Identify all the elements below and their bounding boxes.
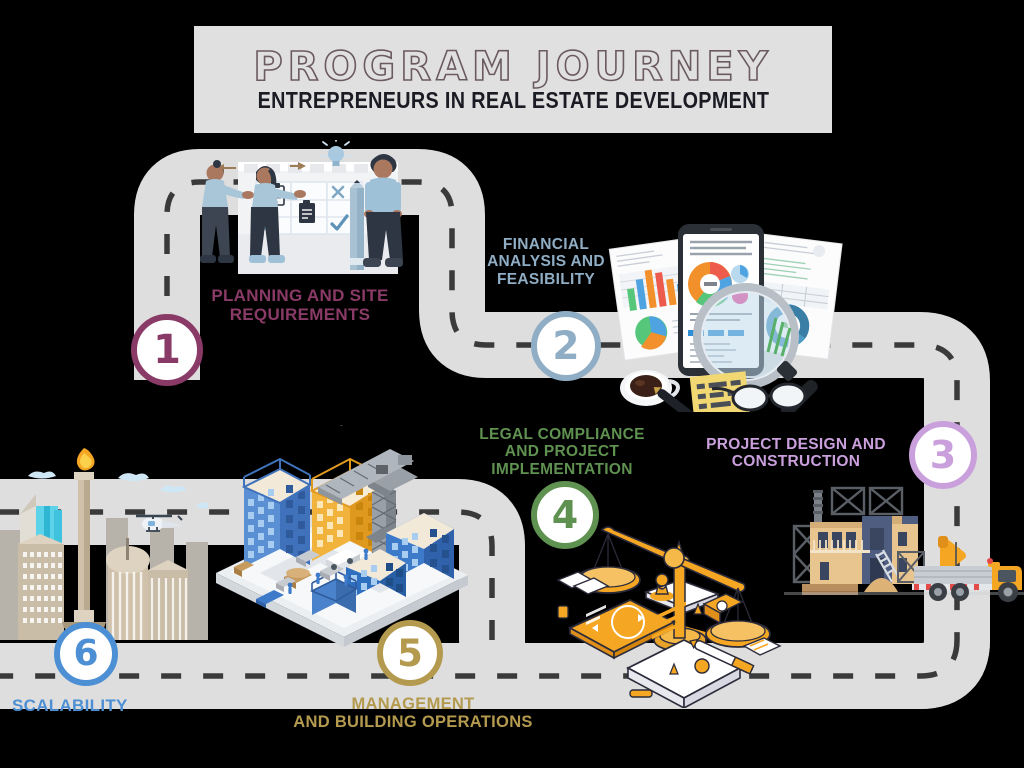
road-dashed-centerline: [0, 179, 960, 679]
step-number-3: 3: [929, 433, 957, 477]
step-label-5: MANAGEMENT AND BUILDING OPERATIONS: [293, 695, 533, 732]
step-circle-2[interactable]: 2: [531, 311, 601, 381]
person-right: [363, 154, 403, 267]
step-label-2: FINANCIAL ANALYSIS AND FEASIBILITY: [487, 236, 605, 288]
person-middle: [249, 165, 306, 263]
step-number-5: 5: [397, 631, 423, 675]
step-label-4: LEGAL COMPLIANCE AND PROJECT IMPLEMENTAT…: [479, 426, 645, 478]
step-number-2: 2: [552, 323, 580, 369]
page-title: PROGRAM JOURNEY: [253, 44, 773, 90]
step-circle-1[interactable]: 1: [131, 314, 203, 386]
person-left: [200, 160, 254, 263]
page-subtitle: ENTREPRENEURS IN REAL ESTATE DEVELOPMENT: [257, 87, 769, 113]
construction-site-crane-truck-illustration: [784, 486, 1024, 602]
title-banner: PROGRAM JOURNEY ENTREPRENEURS IN REAL ES…: [194, 26, 832, 133]
isometric-city-buildings-illustration: [216, 425, 468, 647]
city-skyline-monument-illustration: [0, 448, 208, 640]
step-circle-5[interactable]: 5: [377, 620, 443, 686]
step-circle-4[interactable]: 4: [531, 481, 599, 549]
planning-team-whiteboard-illustration: [200, 140, 403, 274]
step-label-3: PROJECT DESIGN AND CONSTRUCTION: [706, 436, 886, 471]
step-label-1: PLANNING AND SITE REQUIREMENTS: [211, 286, 389, 325]
step-number-6: 6: [73, 633, 99, 674]
step-number-4: 4: [551, 493, 579, 537]
step-circle-3[interactable]: 3: [909, 421, 977, 489]
step-label-6: SCALABILITY: [12, 696, 128, 715]
financial-analysis-documents-illustration: [608, 224, 843, 412]
legal-scales-justice-illustration: [556, 526, 782, 708]
step-number-1: 1: [153, 327, 181, 373]
step-circle-6[interactable]: 6: [54, 622, 118, 686]
